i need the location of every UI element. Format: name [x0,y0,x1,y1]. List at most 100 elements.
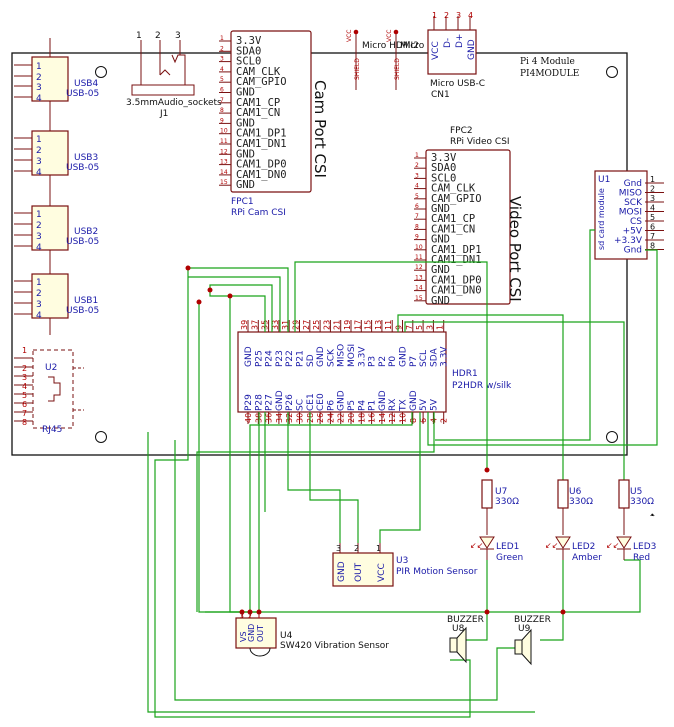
vibration-sensor: 3 2 1 VS GND OUT U4 SW420 Vibration Sens… [235,612,389,657]
csi-pin-label: CAM1_CP [236,97,280,109]
header-pin-number: 21 [333,320,342,330]
header-pin-number: 7 [405,325,414,330]
sd-pin-label: +5V [623,227,643,237]
hdmi2-label: Micro HDMI2 [362,41,419,51]
header-pin-label: P4 [357,400,367,411]
svg-text:5: 5 [22,391,27,400]
sd-pin-label: SCK [624,198,643,208]
header-pin-number: 10 [399,413,408,423]
svg-text:3: 3 [36,83,42,93]
csi-pin-label: CAM_GPIO [236,76,287,88]
cam-csi-part: RPi Cam CSI [231,208,286,218]
sd-pin-number: 3 [650,194,655,203]
csi-pin-label: 3.3V [431,152,457,164]
csi-pin-label: CAM1_DP0 [431,274,482,286]
header-pin-number: 13 [374,320,383,330]
csi-pin-number: 7 [220,97,224,104]
audio-part: 3.5mmAudio_sockets [126,98,222,108]
csi-pin-number: 2 [220,45,224,52]
header-pin-label: P21 [296,350,306,367]
csi-pin-label: SCL0 [431,172,456,184]
usb3-part: USB-05 [66,163,99,173]
header-pin-label: GND [275,390,285,411]
svg-text:3: 3 [22,373,27,382]
svg-text:4: 4 [36,168,42,178]
svg-text:1: 1 [36,210,42,220]
mount-hole-tr [606,66,618,78]
sd-pin-number: 1 [650,175,655,184]
usbc-part: Micro USB-C [430,79,485,89]
svg-text:4: 4 [22,382,27,391]
header-pin-label: MISO [337,344,347,367]
header-pin-label: GND [409,390,419,411]
usb2-part: USB-05 [66,237,99,247]
svg-text:1: 1 [22,346,27,355]
csi-pin-number: 15 [220,179,228,186]
svg-text:Green: Green [496,553,523,563]
header-pin-number: 40 [244,413,253,423]
header-pin-number: 36 [265,413,274,423]
svg-text:3: 3 [336,544,341,553]
rj45-connector: 1 2 3 4 5 6 7 8 U2 RJ45 [14,346,84,435]
header-pin-label: SC [296,399,306,411]
svg-text:VS: VS [239,631,248,642]
csi-pin-number: 12 [220,148,228,155]
header-pin-number: 34 [275,413,284,423]
svg-text:1: 1 [36,278,42,288]
svg-text:↙↙: ↙↙ [545,541,558,550]
pir-sensor: 3 2 1 GND OUT VCC U3 PIR Motion Sensor [332,543,478,587]
header-pin-number: 27 [302,320,311,330]
header-pin-label: 3.3V [440,346,450,367]
header-pin-number: 15 [364,320,373,330]
header-pin-label: P24 [265,350,275,367]
csi-pin-label: CAM1_DN0 [236,169,287,181]
sd-pin-label: MISO [619,189,642,199]
header-pin-label: 5V [419,398,429,411]
svg-text:2: 2 [354,544,359,553]
header-pin-label: CE0 [316,393,326,411]
header-pin-label: 5V [429,398,439,411]
svg-text:Red: Red [633,553,650,563]
svg-text:3: 3 [36,157,42,167]
header-pin-number: 30 [296,413,305,423]
svg-text:GND: GND [337,561,347,582]
usb3-ref: USB3 [74,153,98,163]
sd-pin-number: 7 [650,232,655,241]
sd-pin-label: CS [630,217,642,227]
csi-pin-number: 14 [220,169,228,176]
csi-pin-number: 13 [415,274,423,281]
csi-pin-label: CAM1_DN1 [431,254,482,266]
csi-pin-number: 5 [415,193,419,200]
csi-pin-number: 15 [415,295,423,302]
header-pin-number: 18 [357,413,366,423]
sd-pin-number: 2 [650,185,655,194]
header-pin-label: P25 [254,350,264,367]
svg-text:OUT: OUT [256,625,265,642]
svg-text:3: 3 [456,11,461,20]
svg-text:↙↙: ↙↙ [470,541,483,550]
header-pin-number: 17 [353,320,362,330]
pi-module-ref: PI4MODULE [520,69,579,79]
csi-pin-label: SDA0 [431,162,456,174]
svg-text:U4: U4 [280,631,293,641]
header-pin-number: 1 [436,325,445,330]
header-ref: HDR1 [452,369,478,379]
header-pin-number: 12 [388,413,397,423]
svg-text:1: 1 [432,11,437,20]
mount-hole-bl [95,431,107,443]
header-pin-label: GND [316,346,326,367]
svg-text:LED2: LED2 [572,542,595,552]
svg-text:LED3: LED3 [633,542,656,552]
sd-pin-label: MOSI [619,208,642,218]
svg-text:GND: GND [467,39,477,60]
header-pin-label: P22 [285,350,295,367]
svg-text:•̴: •̴ [650,511,655,520]
header-pin-label: P27 [265,394,275,411]
svg-text:4: 4 [36,243,42,253]
usb2-ref: USB2 [74,227,98,237]
